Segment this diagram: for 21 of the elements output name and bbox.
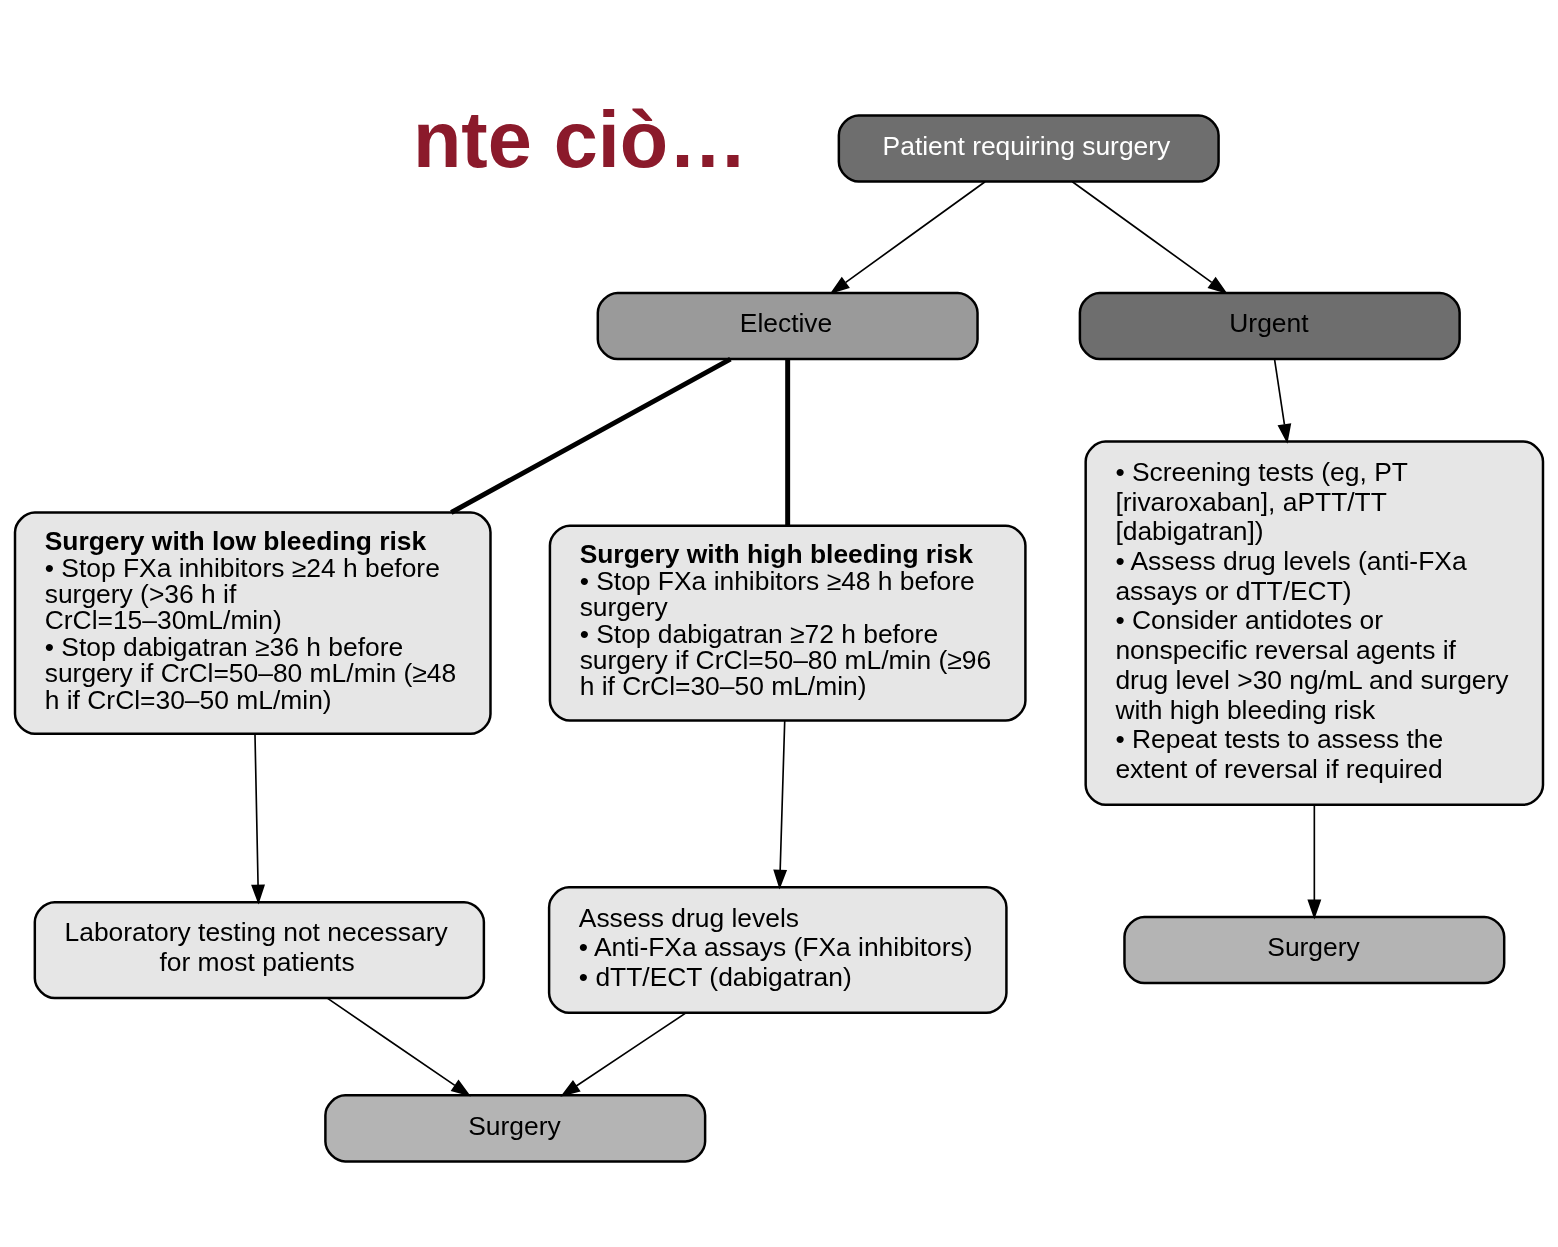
arrow: [326, 996, 471, 1096]
node-box: • Screening tests (eg, PT [rivaroxaban], aPTT/TT [dabigatran]) • Assess drug levels (anti-FXa assays or dTT/ECT) • Consider antidotes or nonspecific reversal agents if drug level >30 ng/mL and surgery with high bleeding risk • Repeat tests to assess the extent of reversal if required: [1084, 439, 1545, 806]
node-box: Assess drug levels • Anti-FXa assays (FXa inhibitors) • dTT/ECT (dabigatran): [547, 885, 1008, 1014]
arrow: [1273, 357, 1292, 444]
arrow: [560, 1011, 687, 1097]
arrow: [251, 732, 265, 904]
node-box: Patient requiring surgery: [837, 113, 1220, 183]
arrow: [1307, 803, 1322, 919]
node-box: Surgery with low bleeding risk • Stop FXa inhibitors ≥24 h before surgery (>36 h if CrCl=15–30mL/min) • Stop dabigatran ≥36 h before surgery if CrCl=50–80 mL/min (≥48 h if CrCl=30–50 mL/min): [13, 510, 492, 735]
node-box: Urgent: [1078, 291, 1461, 360]
node-box: Surgery: [1123, 915, 1506, 984]
connector: [785, 358, 791, 525]
connector: [450, 356, 732, 515]
node-box: Elective: [596, 291, 979, 360]
node-box: Surgery: [324, 1093, 707, 1163]
node-box: Surgery with high bleeding risk • Stop FXa inhibitors ≥48 h before surgery • Stop dabigatran ≥72 h before surgery if CrCl=50–80 mL/min (≥96 h if CrCl=30–50 mL/min): [548, 524, 1027, 722]
arrow: [1071, 180, 1228, 294]
label: nte ciò…: [412, 94, 748, 184]
arrow: [773, 719, 788, 890]
arrow: [829, 180, 986, 294]
node-box: Laboratory testing not necessary for most patients: [33, 900, 486, 999]
